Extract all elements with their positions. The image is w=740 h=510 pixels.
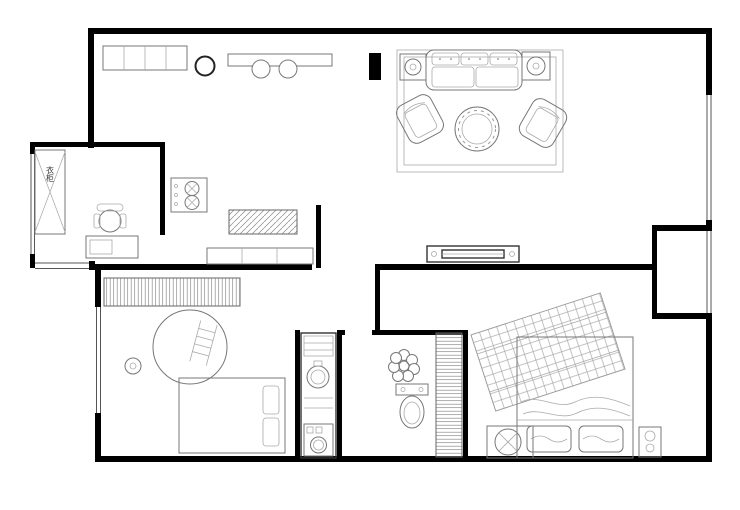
table-lamp-right [526, 56, 546, 76]
double-bed [516, 336, 634, 459]
potted-plant [388, 349, 420, 382]
window-bedroom1-left [96, 307, 101, 413]
floor-lamp [124, 357, 142, 375]
coffee-table-plant [454, 106, 500, 152]
wall-notch-top [652, 225, 712, 231]
pillow-1 [262, 385, 280, 415]
nightstand [638, 426, 662, 458]
wall-kitchen-right [316, 205, 321, 268]
wall-right-lower [706, 313, 712, 462]
shoe-cabinet [102, 45, 188, 71]
walls [30, 28, 712, 462]
wall-bathroom-top-b [372, 330, 468, 335]
living-room-area [392, 49, 571, 263]
kitchen-area [170, 177, 314, 265]
wall-bathroom-right [463, 330, 468, 460]
pillow-left [526, 425, 572, 453]
bedroom1-area [103, 277, 286, 454]
bar-stool-1 [251, 59, 271, 79]
ladder [189, 320, 218, 366]
tv-cabinet [426, 245, 520, 263]
towel-radiator [435, 332, 463, 458]
window-living-right [706, 95, 712, 220]
armchair-left [392, 91, 448, 147]
wall-bathroom-top-a [337, 330, 345, 335]
side-table-right [521, 51, 551, 81]
gas-stove [170, 177, 208, 213]
office-chair [93, 203, 127, 233]
window-study-bottom [35, 262, 89, 269]
wardrobe: 衣柜 [34, 149, 66, 235]
burner-2 [184, 195, 200, 210]
sofa [425, 49, 523, 91]
prep-counter [228, 209, 298, 235]
wall-corridor-left [375, 264, 380, 332]
plaid-blanket [470, 292, 626, 412]
single-bed [178, 377, 286, 454]
wall-bedroom1-right [295, 330, 300, 460]
pillow-2 [262, 417, 280, 447]
toilet [395, 383, 429, 429]
wall-tv [375, 264, 655, 270]
pillow-right [578, 425, 624, 453]
wall-left-lower-b [95, 413, 101, 460]
wall-bottom [95, 456, 712, 462]
wall-kitchen-partition [160, 147, 165, 235]
slatted-dresser [103, 277, 241, 307]
sofa-tufting-dots [439, 58, 510, 60]
wall-right-upper-a [706, 28, 712, 95]
entry-dining-area [102, 45, 381, 80]
table-lamp-left [404, 58, 422, 76]
washbasin [306, 360, 330, 389]
wall-notch-left [652, 225, 657, 319]
wall-top [88, 28, 712, 34]
bedroom2-area [470, 292, 662, 459]
wall-study-window-jamb [89, 261, 95, 270]
laundry-column [300, 332, 337, 459]
armchair-right [515, 94, 571, 152]
washing-machine [303, 423, 334, 457]
bar-stool-2 [278, 59, 298, 79]
wardrobe-label: 衣柜 [46, 165, 55, 183]
window-notch-right [706, 231, 712, 313]
kitchen-cabinets [206, 247, 314, 265]
wall-left-upper [88, 28, 94, 148]
wall-study-top [30, 142, 165, 147]
round-stool [194, 55, 216, 77]
bar-counter [227, 53, 333, 79]
round-rug [152, 309, 228, 385]
wall-bedroom1-top [95, 264, 312, 270]
wall-study-left-a [30, 142, 35, 154]
window-study-left [30, 154, 35, 254]
bathroom-area [388, 332, 463, 458]
bedside-table [486, 425, 534, 459]
wall-left-lower-a [95, 264, 101, 307]
wall-bathroom-left [337, 330, 342, 460]
desk [85, 235, 139, 259]
shelf [303, 335, 334, 357]
wall-notch-bottom [652, 313, 712, 319]
study-area: 衣柜 [34, 149, 139, 259]
wall-study-left-b [30, 254, 35, 268]
entry-column [369, 53, 381, 80]
